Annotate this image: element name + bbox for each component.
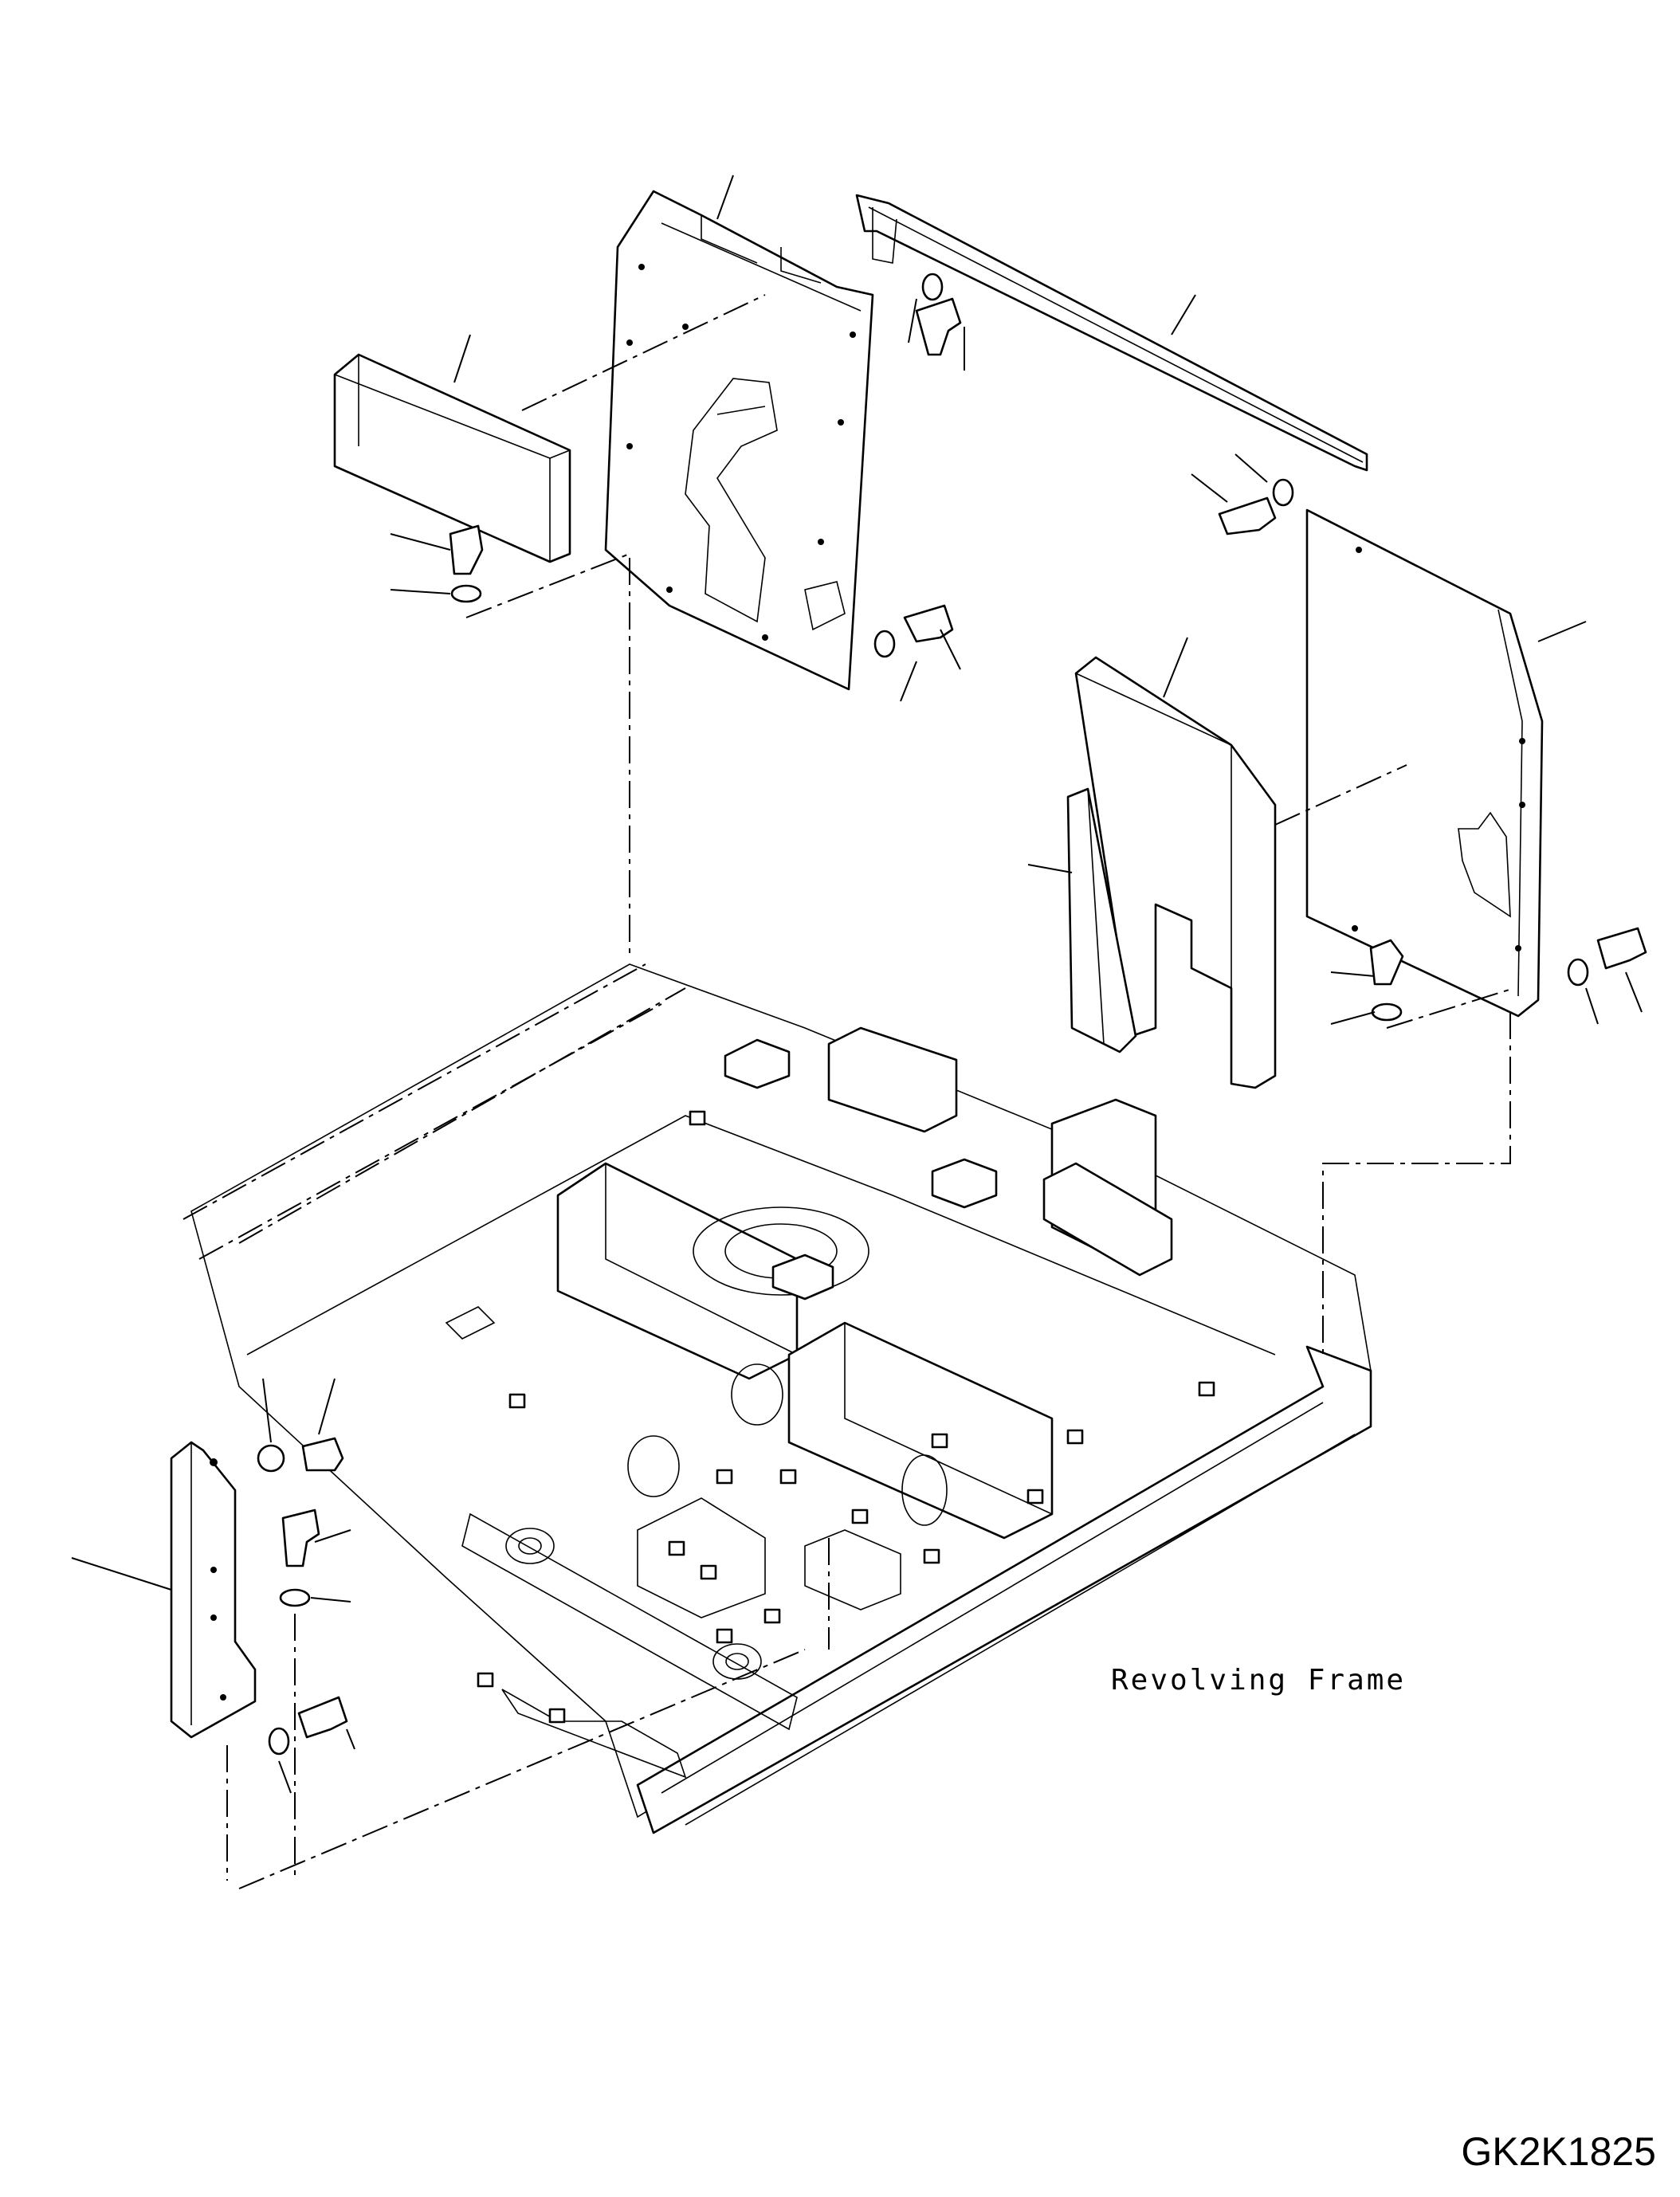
left-stay-bracket [170, 1441, 257, 1739]
left-partition-panel [604, 190, 874, 691]
wedge-pad [1066, 787, 1137, 1053]
bolt-group [257, 273, 1647, 1756]
right-partition-panel [1305, 508, 1544, 1018]
top-cover-rail [855, 194, 1368, 472]
upper-left-pad [333, 353, 571, 563]
assembly-dash-lines [226, 294, 1515, 1889]
drawing-code: GK2K1825 [1461, 2129, 1656, 2174]
revolving-frame [183, 963, 1372, 1834]
revolving-frame-label: Revolving Frame [1111, 1664, 1407, 1697]
leader-lines [71, 175, 1643, 1794]
